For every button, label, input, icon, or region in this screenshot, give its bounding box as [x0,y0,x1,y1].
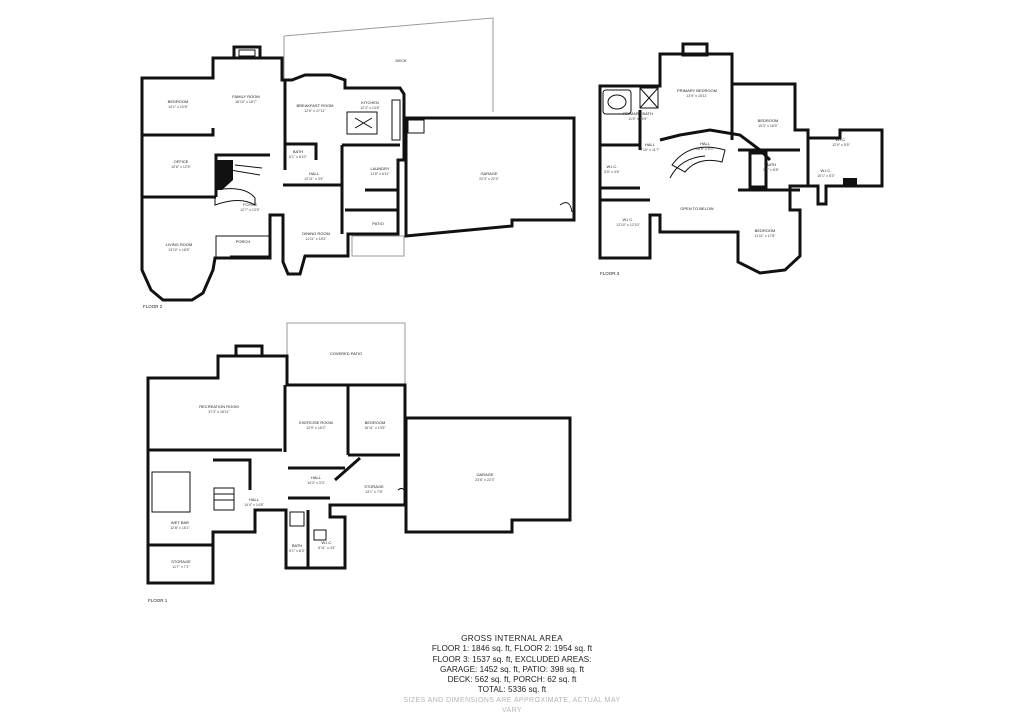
room-name-floor1-bath: BATH [292,543,302,548]
area-line: DECK: 562 sq. ft, PORCH: 62 sq. ft [447,675,577,685]
room-dims-floor1-bath: 5'1" x 8'3" [289,549,305,553]
room-dims-floor3-wic-a: 12'9" x 5'5" [832,143,850,147]
area-line: FLOOR 3: 1537 sq. ft, EXCLUDED AREAS: [432,654,592,664]
room-dims-floor1-recreation: 37'3" x 18'11" [208,410,230,414]
room-dims-floor3-bedroom-a: 15'3" x 16'5" [758,124,778,128]
area-line: GARAGE: 1452 sq. ft, PATIO: 398 sq. ft [440,664,584,674]
room-name-floor2-bath: BATH [293,149,303,154]
room-dims-floor3-bath-small: 5'3" x 8'8" [763,168,779,172]
room-dims-floor2-laundry: 11'8" x 6'11" [370,172,390,176]
room-name-floor2-bedroom: BEDROOM [168,99,189,104]
room-name-floor1-wic: W.I.C. [322,540,333,545]
room-dims-floor2-living: 13'10" x 18'5" [168,248,190,252]
room-name-floor2-porch: PORCH [236,239,251,244]
room-name-floor3-primary-bedroom: PRIMARY BEDROOM [677,88,717,93]
floor-2-label: FLOOR 2 [143,304,163,309]
area-line: FLOOR 1: 1846 sq. ft, FLOOR 2: 1954 sq. … [431,644,593,654]
room-name-floor2-deck: DECK [395,58,406,63]
room-dims-floor3-primary-bedroom: 13'9" x 15'11" [686,94,708,98]
room-name-floor3-wic-a: W.I.C. [836,137,847,142]
room-dims-floor2-foyer: 12'7" x 13'5" [240,208,260,212]
room-dims-floor1-hall-b: 14'4" x 14'8" [244,503,264,507]
room-name-floor1-hall-a: HALL [311,475,322,480]
room-dims-floor2-kitchen: 12'4" x 13'8" [360,106,380,110]
room-dims-floor1-wic: 6'11" x 4'4" [318,546,336,550]
room-name-floor2-hall: HALL [309,171,320,176]
area-disclaimer: SIZES AND DIMENSIONS ARE APPROXIMATE, AC… [403,696,621,715]
room-name-floor3-hall-a: HALL [645,142,656,147]
room-name-floor1-exercise: EXERCISE ROOM [299,420,333,425]
room-dims-floor2-bedroom: 14'1" x 10'8" [168,105,188,109]
room-name-floor1-recreation: RECREATION ROOM [199,404,238,409]
room-dims-floor1-hall-a: 14'3" x 3'3" [307,481,325,485]
room-dims-floor3-bedroom-b: 11'11" x 17'8" [754,234,776,238]
room-dims-floor2-family: 18'10" x 18'7" [235,100,257,104]
room-name-floor2-family: FAMILY ROOM [232,94,259,99]
room-dims-floor3-wic-c: 12'10" x 12'10" [616,223,640,227]
room-name-floor2-laundry: LAUNDRY [370,166,389,171]
room-name-floor2-office: OFFICE [174,159,189,164]
floor-3-plan: FLOOR 3 [598,42,884,276]
room-name-floor3-wic-small: W.I.C. [607,164,618,169]
room-name-floor3-bedroom-a: BEDROOM [758,118,779,123]
room-name-floor2-living: LIVING ROOM [166,242,193,247]
room-dims-floor3-wic-small: 5'5" x 4'6" [604,170,620,174]
room-dims-floor1-garage: 23'6" x 22'3" [475,478,495,482]
gross-internal-area: GROSS INTERNAL AREA FLOOR 1: 1846 sq. ft… [400,634,624,716]
floor-2-plan: FLOOR 2 [140,17,576,309]
room-dims-floor2-hall: 12'11" x 3'4" [304,177,324,181]
room-dims-floor1-storage-b: 11'7" x 7'1" [172,565,190,569]
room-dims-floor2-bath: 6'1" x 8'10" [289,155,307,159]
room-dims-floor3-hall-b: 28'8" x 9'3" [696,147,714,151]
room-dims-floor3-primary-bath: 11'5" x 10'4" [628,117,648,121]
room-name-floor3-wic-b: W.I.C. [821,168,832,173]
room-dims-floor3-hall-a: 7'10" x 11'7" [640,148,660,152]
floor-1-plan: FLOOR 1 [146,322,572,603]
room-name-floor3-bedroom-b: BEDROOM [755,228,776,233]
room-dims-floor1-wet-bar: 12'8" x 16'1" [170,526,190,530]
room-name-floor1-covered-patio: COVERED PATIO [330,351,362,356]
room-name-floor3-wic-c: W.I.C. [623,217,634,222]
room-name-floor2-foyer: FOYER [243,202,257,207]
room-name-floor1-wet-bar: WET BAR [171,520,189,525]
room-name-floor1-bedroom: BEDROOM [365,420,386,425]
room-name-floor3-open-below: OPEN TO BELOW [680,206,714,211]
area-line: TOTAL: 5336 sq. ft [477,685,547,695]
room-dims-floor2-garage: 22'3" x 22'4" [479,177,499,181]
room-name-floor1-storage-a: STORAGE [364,484,384,489]
room-name-floor1-hall-b: HALL [249,497,260,502]
room-name-floor1-garage: GARAGE [476,472,493,477]
room-name-floor3-hall-b: HALL [700,141,711,146]
room-name-floor2-breakfast: BREAKFAST ROOM [296,103,333,108]
room-name-floor3-primary-bath: PRIMARY BATH [623,111,653,116]
room-name-floor2-patio: PATIO [372,221,383,226]
room-name-floor2-garage: GARAGE [480,171,497,176]
room-dims-floor2-dining: 11'11" x 18'3" [305,237,327,241]
room-name-floor3-bath-small: BATH [766,162,776,167]
floor-3-label: FLOOR 3 [600,271,620,276]
room-name-floor2-dining: DINING ROOM [302,231,330,236]
room-dims-floor2-office: 10'6" x 12'5" [171,165,191,169]
room-name-floor2-kitchen: KITCHEN [361,100,379,105]
floor-1-label: FLOOR 1 [148,598,168,603]
room-dims-floor1-storage-a: 13'1" x 7'8" [365,490,383,494]
room-dims-floor1-bedroom: 16'11" x 13'5" [364,426,386,430]
room-name-floor1-storage-b: STORAGE [171,559,191,564]
room-dims-floor1-exercise: 12'9" x 16'2" [306,426,326,430]
room-dims-floor2-breakfast: 12'6" x 17'11" [304,109,326,113]
area-title: GROSS INTERNAL AREA [461,634,563,643]
room-dims-floor3-wic-b: 10'1" x 5'3" [817,174,835,178]
